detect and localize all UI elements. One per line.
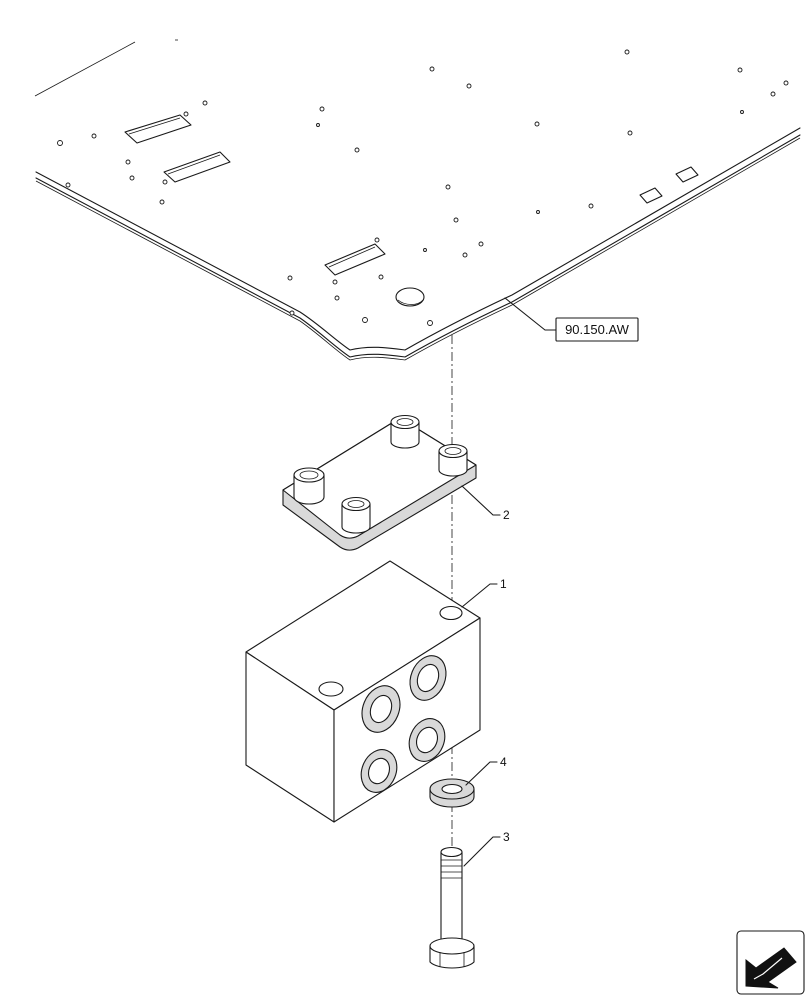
bushing — [438, 443, 468, 477]
bolt[interactable] — [429, 846, 475, 969]
mounting-plate[interactable] — [282, 414, 477, 551]
slot-cutout — [163, 151, 231, 183]
bushing — [390, 414, 420, 449]
slot-cutout — [639, 166, 699, 204]
bushing — [293, 467, 325, 505]
reference-label: 90.150.AW — [565, 322, 630, 337]
slot-cutout — [124, 114, 192, 144]
slot-cutout — [324, 243, 386, 276]
valve-block[interactable] — [245, 560, 481, 823]
callout-1[interactable]: 1 — [461, 577, 507, 608]
port — [409, 655, 447, 701]
callout-number: 2 — [503, 508, 510, 522]
callout-number: 3 — [503, 830, 510, 844]
callout-4[interactable]: 4 — [465, 755, 507, 786]
panel-holes — [57, 49, 789, 326]
bushing — [341, 496, 371, 534]
callout-2[interactable]: 2 — [461, 485, 510, 522]
frame-panel — [34, 39, 801, 361]
callout-number: 4 — [500, 755, 507, 769]
port — [361, 685, 401, 733]
port — [360, 749, 398, 793]
arrow-left-icon[interactable] — [736, 930, 805, 995]
round-opening — [395, 287, 425, 307]
washer[interactable] — [429, 778, 475, 808]
callout-3[interactable]: 3 — [463, 830, 510, 867]
callout-number: 1 — [500, 577, 507, 591]
port — [408, 718, 446, 762]
reference-callout[interactable]: 90.150.AW — [504, 297, 639, 342]
